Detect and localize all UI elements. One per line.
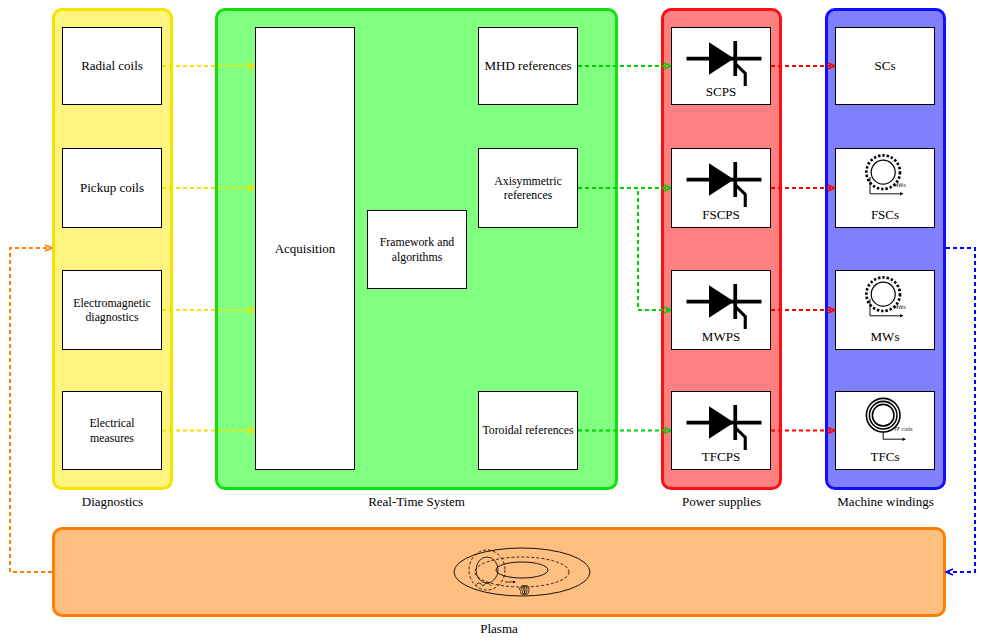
thyristor-symbol: [686, 36, 762, 86]
thyristor-symbol: [686, 400, 762, 450]
process-box: Radial coils: [62, 27, 162, 105]
coil-icon: [864, 396, 912, 444]
process-box: Acquisition: [255, 27, 355, 470]
box-label: SCPS: [703, 84, 739, 100]
box-label: Electromagnetic diagnostics: [63, 296, 161, 324]
signal-arrow: [162, 309, 255, 311]
group-panel: Power suppliesSCPSFSCPSMWPSTFCPS: [661, 8, 782, 490]
signal-arrow: [946, 248, 975, 572]
process-box: Electromagnetic diagnostics: [62, 270, 162, 350]
process-box: Toroidal references: [478, 391, 578, 470]
box-label: FSCPS: [699, 207, 743, 223]
process-box: Axisymmetric references: [478, 148, 578, 228]
group-panel: Real-Time SystemAcquisitionFramework and…: [215, 8, 618, 490]
power-supply-box: TFCPS: [671, 391, 771, 470]
group-heading: Power supplies: [664, 494, 779, 510]
icon-label: MWs: [894, 183, 906, 188]
winding-icon: [864, 153, 912, 201]
group-heading: Plasma: [55, 621, 943, 637]
process-box: MHD references: [478, 27, 578, 105]
signal-arrow: [162, 187, 255, 189]
winding-icon: [864, 275, 912, 323]
box-label: TFCs: [868, 449, 903, 465]
signal-arrow: [578, 65, 671, 67]
group-heading: Diagnostics: [55, 494, 170, 510]
icon-label: MWs: [894, 305, 906, 310]
group-heading: Real-Time System: [218, 494, 615, 510]
signal-arrow: [771, 65, 835, 67]
box-label: FSCs: [868, 207, 902, 223]
group-heading: Machine windings: [828, 494, 943, 510]
plasma-band: Plasma: [52, 527, 946, 617]
torus-illustration: [447, 542, 597, 602]
signal-arrow: [771, 187, 835, 189]
winding-box: FSCs MWs: [835, 148, 935, 228]
signal-arrow: [162, 65, 255, 67]
power-supply-box: MWPS: [671, 270, 771, 350]
process-box: SCs: [835, 27, 935, 105]
box-label: MWs: [868, 329, 903, 345]
thyristor-symbol: [686, 279, 762, 329]
icon-label: TF coils: [894, 427, 913, 432]
box-label: SCs: [872, 58, 899, 74]
box-label: MHD references: [482, 58, 575, 74]
signal-arrow: [578, 430, 671, 432]
process-box: Electrical measures: [62, 391, 162, 470]
box-label: MWPS: [699, 329, 743, 345]
power-supply-box: SCPS: [671, 27, 771, 105]
signal-arrow: [578, 187, 671, 189]
process-box: Framework and algorithms: [367, 210, 467, 289]
signal-arrow: [10, 248, 52, 572]
box-label: Pickup coils: [77, 180, 147, 196]
box-label: Radial coils: [78, 58, 146, 74]
group-panel: DiagnosticsRadial coilsPickup coilsElect…: [52, 8, 173, 490]
box-label: Electrical measures: [63, 416, 161, 444]
signal-arrow: [771, 309, 835, 311]
box-label: Framework and algorithms: [368, 235, 466, 263]
process-box: Pickup coils: [62, 148, 162, 228]
signal-arrow: [771, 430, 835, 432]
box-label: Acquisition: [272, 241, 339, 257]
winding-box: MWsMWs: [835, 270, 935, 350]
box-label: Toroidal references: [479, 423, 576, 437]
box-label: Axisymmetric references: [479, 174, 577, 202]
signal-arrow: [578, 188, 671, 310]
thyristor-symbol: [686, 157, 762, 207]
box-label: TFCPS: [699, 449, 743, 465]
winding-box: TFCs TF coils: [835, 391, 935, 470]
signal-arrow: [162, 430, 255, 432]
power-supply-box: FSCPS: [671, 148, 771, 228]
group-panel: Machine windingsSCsFSCsMWsMWsMWsTFCsTF c…: [825, 8, 946, 490]
